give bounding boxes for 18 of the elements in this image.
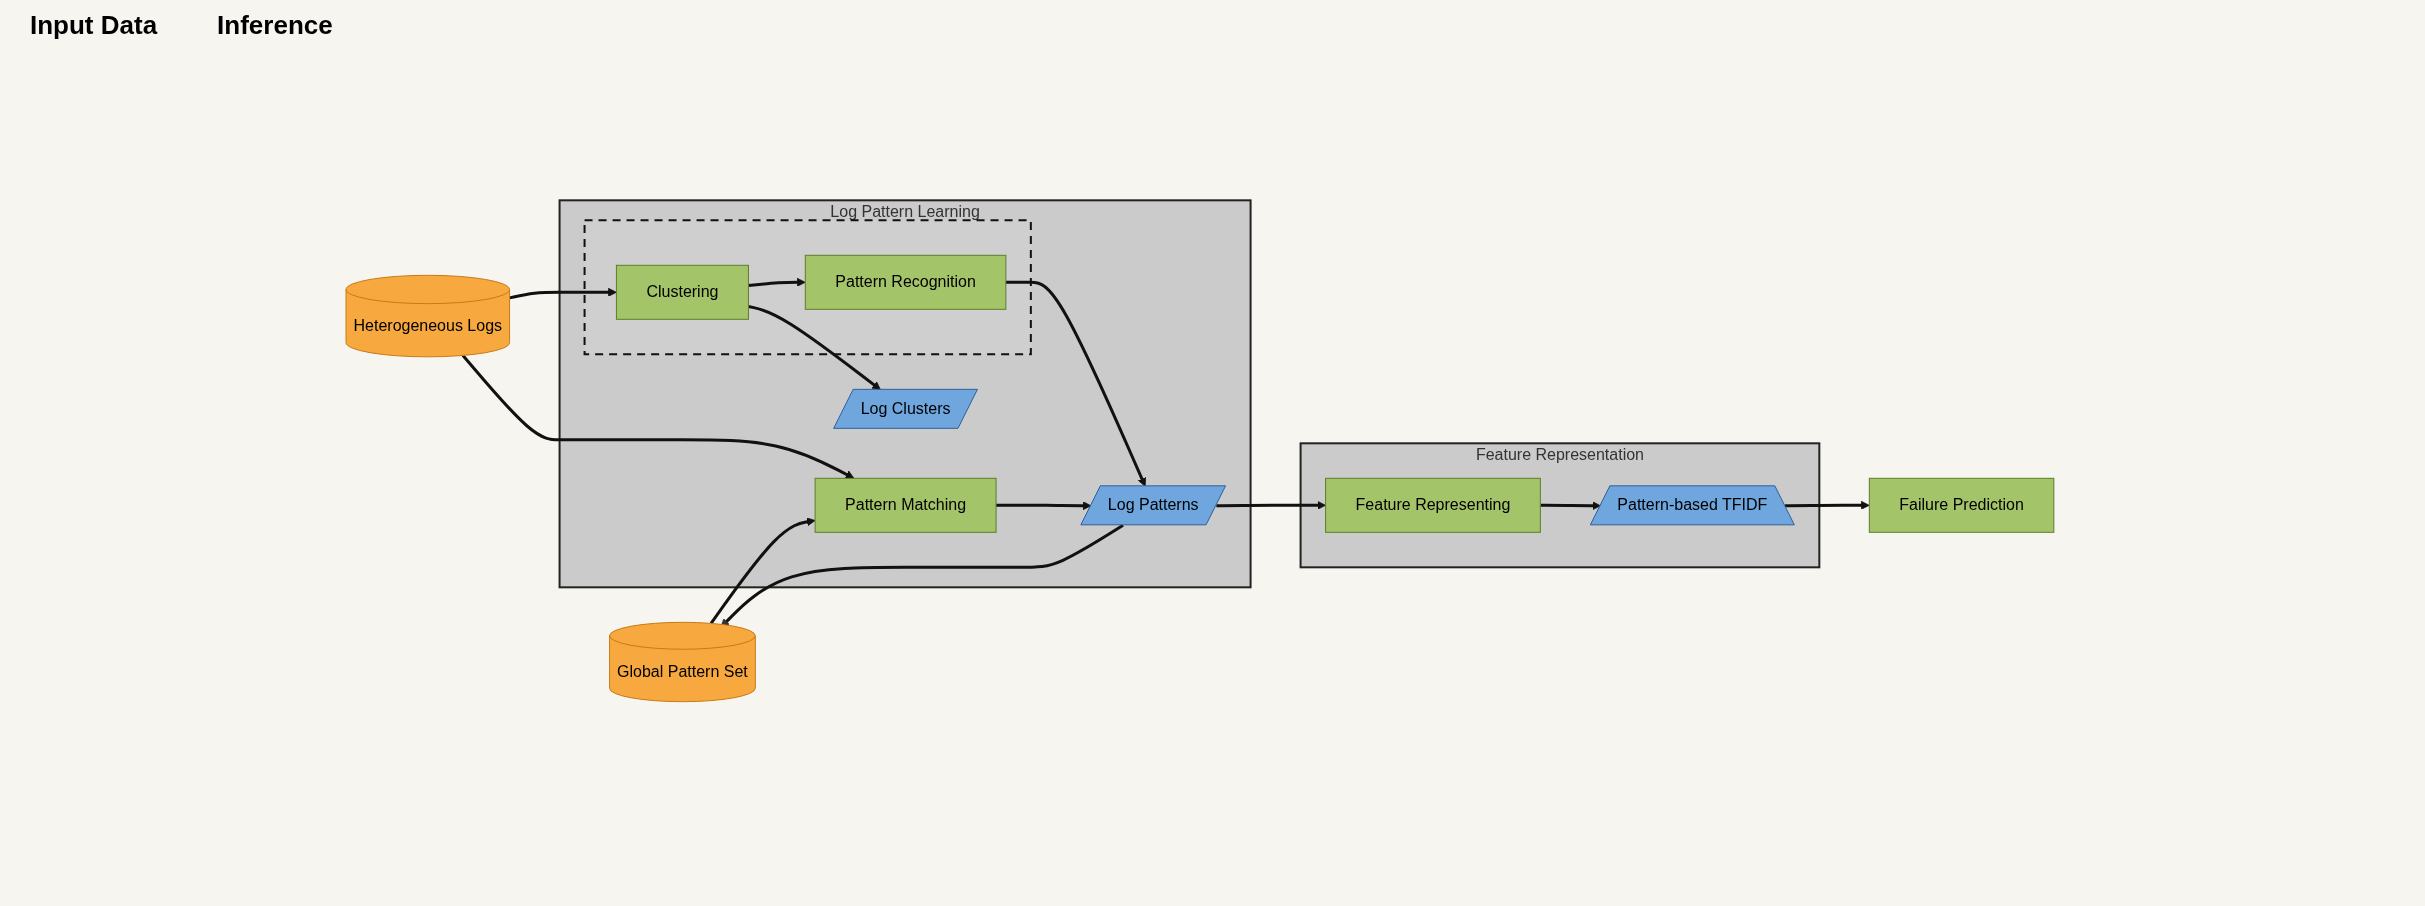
node-box: Feature Representing	[1325, 477, 1541, 533]
arrow	[709, 517, 816, 625]
arrow	[1216, 500, 1327, 510]
arrow	[461, 354, 855, 479]
arrow	[509, 287, 617, 300]
node-box: Pattern Recognition	[804, 254, 1007, 310]
arrow	[1005, 280, 1147, 487]
column-heading: Inference	[217, 10, 333, 41]
cluster	[583, 219, 1032, 356]
node-box: Clustering	[616, 264, 750, 320]
arrow	[1785, 500, 1870, 510]
arrow	[748, 277, 806, 288]
arrow	[748, 305, 881, 391]
column-heading: Input Data	[30, 10, 158, 41]
node-box: Failure Prediction	[1868, 477, 2055, 533]
arrow	[1540, 501, 1602, 511]
arrow	[996, 501, 1092, 511]
node-box: Pattern Matching	[814, 477, 997, 533]
